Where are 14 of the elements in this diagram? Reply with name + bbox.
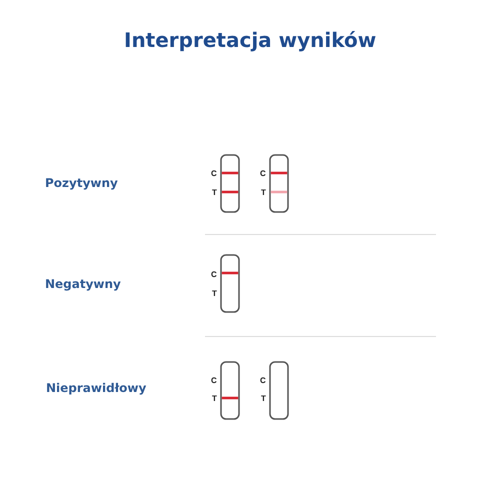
result-label: Pozytywny — [45, 176, 118, 191]
line-letter: T — [212, 188, 217, 197]
line-letter: C — [211, 169, 217, 178]
line-letter: C — [211, 376, 217, 385]
line-letter: C — [260, 376, 266, 385]
line-letter: T — [212, 394, 217, 403]
result-label: Nieprawidłowy — [46, 381, 146, 396]
line-letter: T — [212, 289, 217, 298]
result-label: Negatywny — [45, 277, 121, 292]
line-letter: T — [261, 394, 266, 403]
line-letter: C — [211, 270, 217, 279]
title: Interpretacja wyników — [124, 28, 376, 52]
line-letter: C — [260, 169, 266, 178]
line-letter: T — [261, 188, 266, 197]
